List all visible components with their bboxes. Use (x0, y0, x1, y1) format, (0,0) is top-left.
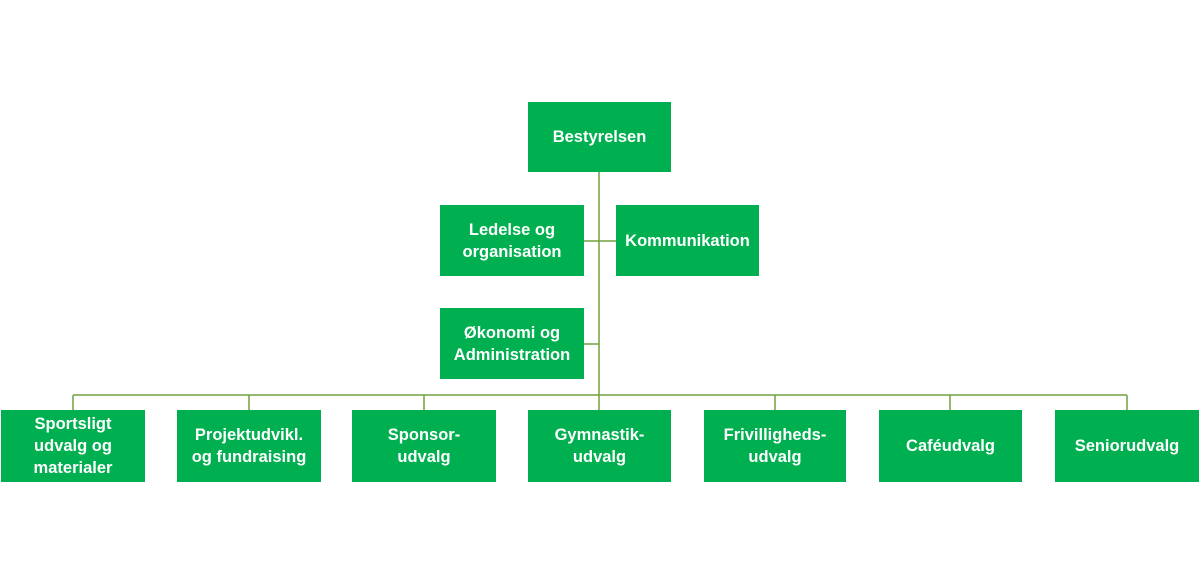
assistant-node-economy: Økonomi og Administration (440, 308, 584, 379)
committee-node-2: Projektudvikl. og fundraising (177, 410, 321, 482)
committee-node-3: Sponsor- udvalg (352, 410, 496, 482)
committee-node-6: Caféudvalg (879, 410, 1022, 482)
committee-node-5: Frivilligheds- udvalg (704, 410, 846, 482)
committee-node-1: Sportsligt udvalg og materialer (1, 410, 145, 482)
assistant-node-communication: Kommunikation (616, 205, 759, 276)
committee-node-4: Gymnastik- udvalg (528, 410, 671, 482)
committee-node-7: Seniorudvalg (1055, 410, 1199, 482)
assistant-node-leadership: Ledelse og organisation (440, 205, 584, 276)
root-node-bestyrelsen: Bestyrelsen (528, 102, 671, 172)
